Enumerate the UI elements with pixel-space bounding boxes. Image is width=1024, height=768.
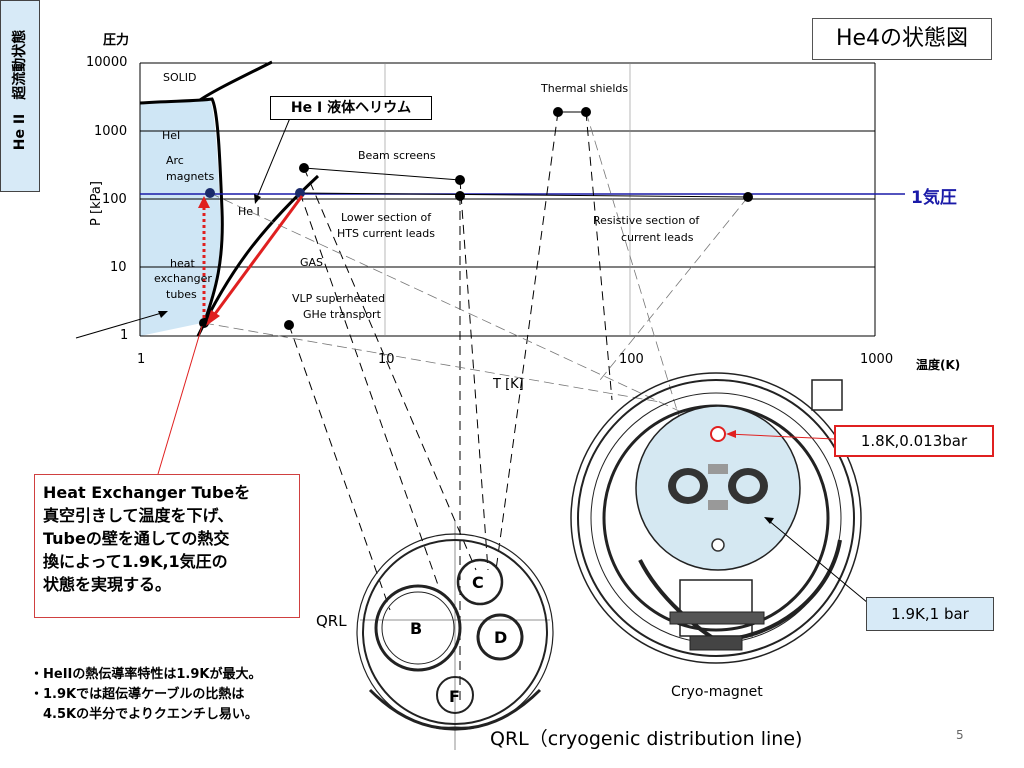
y-tick-10000: 10000 bbox=[86, 55, 128, 70]
y-tick-100: 100 bbox=[102, 192, 127, 207]
page-number: 5 bbox=[956, 728, 964, 742]
qrl-letter-c: C bbox=[472, 573, 484, 592]
phase-label-he-i: He I bbox=[238, 205, 260, 218]
label-lower-hts-2: HTS current leads bbox=[337, 227, 435, 240]
phase-label-hei: HeI bbox=[162, 129, 181, 142]
x-tick-1: 1 bbox=[137, 352, 146, 367]
grid-lines bbox=[139, 62, 876, 337]
phase-label-heat: heat bbox=[170, 257, 195, 270]
light-dashed-connectors bbox=[203, 111, 749, 431]
x-tick-100: 100 bbox=[619, 352, 644, 367]
red-arrow-diagonal bbox=[210, 195, 304, 319]
superfluid-region bbox=[140, 99, 221, 336]
qrl-letter-f: F bbox=[449, 687, 460, 706]
x-tick-10: 10 bbox=[378, 352, 395, 367]
x-tick-1000: 1000 bbox=[860, 352, 894, 367]
one-atm-label: 1気圧 bbox=[911, 188, 957, 208]
phase-label-arc: Arc bbox=[166, 154, 184, 167]
qrl-label: QRL bbox=[316, 612, 347, 630]
x-axis-right-label: 温度(K) bbox=[916, 358, 961, 372]
notes: ・HeIIの熱伝導率特性は1.9Kが最大。 ・1.9Kでは超伝導ケーブルの比熱は… bbox=[30, 667, 262, 722]
liquid-helium-label: He I 液体ヘリウム bbox=[270, 96, 432, 120]
y-axis-top-label: 圧力 bbox=[103, 33, 130, 48]
slide-title: He4の状態図 bbox=[812, 18, 992, 60]
x-axis-label: T [K] bbox=[493, 377, 524, 392]
y-tick-1: 1 bbox=[120, 328, 129, 343]
phase-label-magnets: magnets bbox=[166, 170, 215, 183]
temp-pressure-box-bottom: 1.9K,1 bar bbox=[866, 597, 994, 631]
label-resistive-1: Resistive section of bbox=[593, 214, 700, 227]
he-ii-superfluid-label: He II 超流動状態 bbox=[0, 0, 40, 192]
qrl-letter-b: B bbox=[410, 619, 423, 638]
y-tick-10: 10 bbox=[110, 260, 127, 275]
qrl-letter-d: D bbox=[494, 628, 508, 647]
y-tick-1000: 1000 bbox=[94, 124, 128, 139]
cryo-magnet-cross-section bbox=[570, 372, 862, 664]
label-thermal-shields: Thermal shields bbox=[541, 82, 629, 95]
phase-label-tubes: tubes bbox=[166, 288, 197, 301]
phase-label-solid: SOLID bbox=[163, 71, 197, 84]
cryo-magnet-detail bbox=[668, 426, 768, 552]
qrl-caption: QRL（cryogenic distribution line) bbox=[490, 728, 803, 750]
phase-label-gas: GAS bbox=[300, 256, 324, 269]
phase-label-exchanger: exchanger bbox=[154, 272, 212, 285]
qrl-cross-section bbox=[356, 520, 554, 750]
cryo-magnet-label: Cryo-magnet bbox=[671, 684, 763, 700]
label-beam-screens: Beam screens bbox=[358, 149, 436, 162]
label-vlp-2: GHe transport bbox=[303, 308, 381, 321]
label-lower-hts-1: Lower section of bbox=[341, 211, 432, 224]
label-resistive-2: current leads bbox=[621, 231, 694, 244]
temp-pressure-box-top: 1.8K,0.013bar bbox=[834, 425, 994, 457]
dashed-connectors bbox=[288, 111, 613, 700]
heat-exchanger-note: Heat Exchanger Tubeを 真空引きして温度を下げ、 Tubeの壁… bbox=[34, 474, 300, 618]
label-vlp-1: VLP superheated bbox=[292, 292, 386, 305]
